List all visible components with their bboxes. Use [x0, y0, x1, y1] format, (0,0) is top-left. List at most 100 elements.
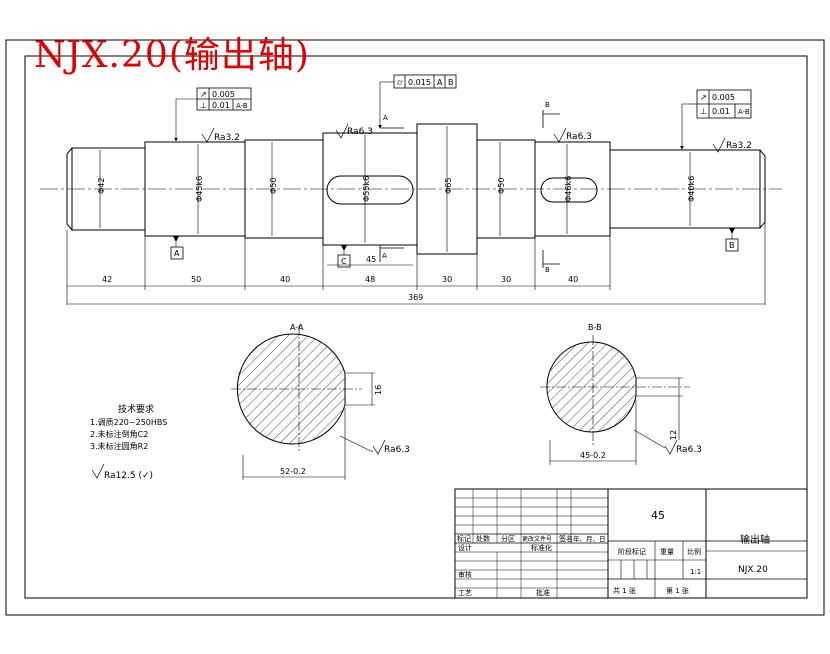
datum-a-label: A [174, 249, 180, 258]
tb-material: 45 [651, 509, 665, 522]
roughness-symbols: Ra3.2 Ra6.3 Ra6.3 Ra3.2 Ra6.3 Ra6.3 Ra12… [91, 123, 752, 481]
tb-standardize: 标准化 [531, 543, 552, 552]
svg-text:⌭: ⌭ [397, 78, 403, 87]
len-2: 50 [191, 275, 201, 284]
gdt-right-perp: 0.01 [712, 107, 730, 116]
gdt-center-tol: 0.015 [408, 78, 431, 87]
ra-general: Ra12.5 (✓) [104, 471, 153, 481]
tech-req-line-1: 1.调质220~250HBS [90, 417, 167, 427]
dia-label-3: Φ50 [269, 178, 278, 194]
ra-6.3-section-a: Ra6.3 [384, 445, 410, 455]
length-labels: 42 50 40 48 30 30 40 369 [102, 275, 578, 302]
tb-ratio: 比例 [687, 547, 701, 556]
keyway-right [540, 177, 598, 203]
tb-weight: 重量 [660, 548, 674, 556]
inner-border [24, 55, 808, 599]
tb-review: 审核 [458, 570, 472, 579]
title-block [454, 488, 808, 599]
diameter-labels: Φ42 Φ45k6 Φ50 Φ55k6 Φ65 Φ50 Φ46k6 Φ40k6 [97, 176, 696, 202]
section-a-a: A-A 16 52-0.2 [231, 323, 383, 480]
len-3: 40 [280, 275, 290, 284]
datum-b-label: B [729, 241, 735, 250]
gdt-right-runout: 0.005 [712, 93, 735, 102]
ra-6.3-section-b: Ra6.3 [676, 445, 702, 455]
keyway-length-dim: 45 [327, 255, 413, 266]
tb-header-5: 签名 [559, 534, 573, 543]
section-a-mark-bottom: A [382, 252, 387, 260]
tb-sheet-no: 第 1 张 [666, 586, 689, 595]
svg-text:⊥: ⊥ [700, 107, 707, 116]
tb-scale: 1:1 [690, 568, 701, 576]
tb-sheets: 共 1 张 [613, 586, 636, 595]
dia-label-1: Φ42 [97, 178, 106, 194]
dia-label-6: Φ50 [497, 178, 506, 194]
title-block-text: 标记 处数 分区 更改文件号 签名 年、月、日 设计 标准化 审核 工艺 批准 … [457, 509, 770, 597]
section-b-mark-bottom: B [545, 266, 550, 274]
section-a-mark-top: A [383, 114, 388, 122]
datum-c: C [337, 245, 351, 268]
tb-part-name: 输出轴 [740, 533, 770, 546]
ra-6.3-center: Ra6.3 [347, 127, 373, 137]
gdt-left-perp: 0.01 [212, 101, 230, 110]
len-1: 42 [102, 275, 112, 284]
tech-req-line-3: 3.未标注圆角R2 [90, 441, 148, 451]
tech-req-heading: 技术要求 [118, 403, 154, 415]
tech-requirements: 技术要求 1.调质220~250HBS 2.未标注倒角C2 3.未标注圆角R2 [90, 403, 167, 451]
datum-b: B [725, 228, 739, 252]
dia-label-4: Φ55k6 [362, 176, 371, 202]
svg-text:↗: ↗ [200, 90, 207, 99]
tb-header-6: 年、月、日 [573, 534, 606, 543]
datum-a: A [170, 236, 184, 260]
dia-label-5: Φ65 [444, 178, 453, 194]
tb-approve: 批准 [536, 588, 550, 597]
section-b-mark-top: B [545, 101, 550, 109]
len-5: 30 [442, 275, 452, 284]
tech-req-line-2: 2.未标注倒角C2 [90, 429, 148, 439]
dia-label-7: Φ46k6 [564, 176, 573, 202]
ra-3.2-right: Ra3.2 [726, 141, 752, 151]
len-total: 369 [408, 293, 423, 302]
dia-label-2: Φ45k6 [195, 176, 204, 202]
dia-label-8: Φ40k6 [687, 176, 696, 202]
gdt-frame-center: ⌭ 0.015 A B A [378, 74, 457, 129]
gdt-right-ref: A-B [738, 108, 750, 116]
tb-stage-mark: 阶段标记 [618, 547, 646, 556]
gdt-frame-right: ↗ ⊥ 0.005 0.01 A-B [680, 89, 752, 150]
gdt-center-d2: B [448, 78, 454, 87]
section-b-width: 12 [669, 430, 678, 440]
tb-process: 工艺 [458, 589, 472, 597]
tb-header-3: 分区 [501, 534, 515, 543]
section-cut-markers: A B B [379, 101, 560, 274]
ra-6.3-right: Ra6.3 [566, 132, 592, 142]
len-7: 40 [568, 275, 578, 284]
gdt-left-ref: A-B [236, 102, 248, 110]
keyway-left [326, 175, 414, 205]
tb-header-2: 处数 [476, 534, 490, 543]
section-a-label: A-A [290, 323, 304, 332]
diameter-dim-lines [99, 126, 691, 252]
outer-border [5, 39, 825, 616]
keyway-length-label: 45 [366, 255, 376, 264]
shaft-outline [66, 123, 766, 255]
section-b-depth: 45-0.2 [580, 451, 606, 460]
datum-c-label: C [341, 257, 347, 266]
section-a-depth: 52-0.2 [280, 467, 306, 476]
length-dimensions [66, 222, 766, 305]
len-6: 30 [501, 275, 511, 284]
tb-drawing-no: NJX.20 [738, 565, 768, 575]
gdt-frame-left: ↗ ⊥ 0.005 0.01 A-B [174, 87, 252, 142]
svg-text:↗: ↗ [700, 93, 707, 102]
gdt-left-runout: 0.005 [212, 90, 235, 99]
len-4: 48 [365, 275, 375, 284]
section-b-b: B-B 12 45-0.2 [540, 323, 690, 465]
svg-text:⊥: ⊥ [200, 101, 207, 110]
ra-3.2-left: Ra3.2 [214, 133, 240, 143]
tb-design: 设计 [458, 543, 472, 552]
tb-header-1: 标记 [457, 534, 471, 543]
page-title: NJX.20(输出轴) [34, 35, 310, 76]
section-b-label: B-B [588, 323, 602, 332]
tb-header-4: 更改文件号 [522, 535, 552, 543]
section-a-width: 16 [374, 385, 383, 395]
gdt-center-d1: A [437, 78, 443, 87]
